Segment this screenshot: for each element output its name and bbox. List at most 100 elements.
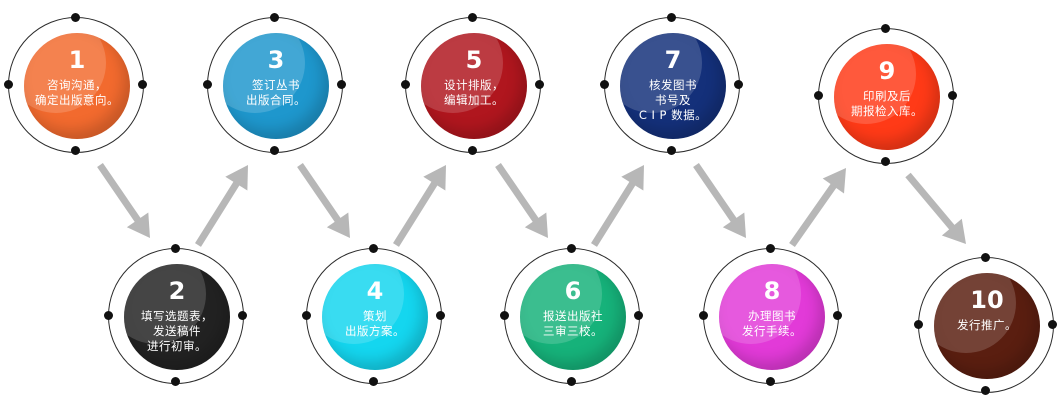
arrow-head-4 [423, 165, 446, 191]
ring-dot [1048, 320, 1057, 329]
ring-dot [981, 386, 990, 395]
ring-dot [203, 80, 212, 89]
ring-dot [4, 80, 13, 89]
arrow-head-6 [621, 165, 644, 191]
step-disc: 3 签订丛书 出版合同。 [223, 33, 329, 139]
step-disc: 4 策划 出版方案。 [322, 264, 428, 370]
ring-dot [401, 80, 410, 89]
step-3: 3 签订丛书 出版合同。 [203, 13, 347, 157]
ring-dot [302, 311, 311, 320]
step-disc: 2 填写选题表， 发送稿件 进行初审。 [124, 264, 230, 370]
arrow-head-9 [941, 218, 966, 244]
ring-dot [914, 320, 923, 329]
ring-dot [981, 253, 990, 262]
step-label: 设计排版， 编辑加工。 [444, 78, 504, 107]
ring-dot [881, 157, 890, 166]
arrow-shaft-9 [905, 172, 956, 231]
arrow-shaft-3 [297, 163, 342, 224]
step-label: 办理图书 发行手续。 [742, 309, 802, 338]
ring-dot [270, 13, 279, 22]
arrow-head-2 [225, 165, 248, 191]
step-5: 5 设计排版， 编辑加工。 [401, 13, 545, 157]
step-number: 5 [465, 46, 483, 74]
ring-dot [881, 24, 890, 33]
ring-dot [766, 244, 775, 253]
step-number: 6 [564, 277, 582, 305]
ring-dot [369, 244, 378, 253]
ring-dot [468, 146, 477, 155]
step-disc: 9 印刷及后 期报检入库。 [834, 44, 940, 150]
step-number: 3 [267, 46, 285, 74]
ring-dot [500, 311, 509, 320]
step-disc: 6 报送出版社 三审三校。 [520, 264, 626, 370]
step-number: 7 [664, 46, 682, 74]
step-9: 9 印刷及后 期报检入库。 [814, 24, 958, 168]
step-label: 报送出版社 三审三校。 [543, 309, 603, 338]
step-disc: 10 发行推广。 [934, 273, 1040, 379]
ring-dot [238, 311, 247, 320]
step-8: 8 办理图书 发行手续。 [699, 244, 843, 388]
step-number: 4 [366, 277, 384, 305]
arrow-head-3 [326, 212, 350, 238]
step-number: 10 [970, 286, 1004, 314]
arrow-head-8 [822, 168, 846, 194]
ring-dot [104, 311, 113, 320]
step-2: 2 填写选题表， 发送稿件 进行初审。 [104, 244, 248, 388]
arrow-head-1 [126, 212, 150, 238]
ring-dot [734, 80, 743, 89]
ring-dot [71, 146, 80, 155]
ring-dot [634, 311, 643, 320]
step-label: 填写选题表， 发送稿件 进行初审。 [141, 309, 213, 353]
ring-dot [833, 311, 842, 320]
ring-dot [171, 377, 180, 386]
ring-dot [468, 13, 477, 22]
ring-dot [567, 244, 576, 253]
arrow-shaft-2 [195, 180, 241, 247]
arrow-shaft-1 [97, 163, 142, 224]
ring-dot [337, 80, 346, 89]
step-label: 发行推广。 [957, 318, 1017, 332]
ring-dot [369, 377, 378, 386]
step-disc: 7 核发图书 书号及 C I P 数据。 [620, 33, 726, 139]
step-disc: 5 设计排版， 编辑加工。 [421, 33, 527, 139]
step-label: 签订丛书 出版合同。 [246, 78, 306, 107]
step-7: 7 核发图书 书号及 C I P 数据。 [600, 13, 744, 157]
arrow-shaft-8 [789, 182, 838, 248]
step-label: 核发图书 书号及 C I P 数据。 [638, 78, 708, 122]
step-6: 6 报送出版社 三审三校。 [500, 244, 644, 388]
ring-dot [699, 311, 708, 320]
step-disc: 8 办理图书 发行手续。 [719, 264, 825, 370]
step-disc: 1 咨询沟通， 确定出版意向。 [24, 33, 130, 139]
ring-dot [567, 377, 576, 386]
ring-dot [270, 146, 279, 155]
step-10: 10 发行推广。 [914, 253, 1058, 397]
step-label: 印刷及后 期报检入库。 [851, 89, 923, 118]
arrow-shaft-5 [495, 163, 540, 224]
arrow-head-5 [524, 212, 548, 238]
step-1: 1 咨询沟通， 确定出版意向。 [4, 13, 148, 157]
ring-dot [535, 80, 544, 89]
ring-dot [138, 80, 147, 89]
arrow-shaft-4 [393, 180, 439, 247]
step-number: 8 [763, 277, 781, 305]
ring-dot [667, 13, 676, 22]
step-label: 咨询沟通， 确定出版意向。 [35, 78, 119, 107]
arrow-shaft-7 [693, 163, 738, 224]
ring-dot [766, 377, 775, 386]
step-number: 2 [168, 277, 186, 305]
step-number: 1 [68, 46, 86, 74]
step-number: 9 [878, 57, 896, 85]
ring-dot [948, 91, 957, 100]
ring-dot [171, 244, 180, 253]
ring-dot [436, 311, 445, 320]
arrow-head-7 [722, 212, 746, 238]
arrow-shaft-6 [591, 180, 637, 247]
ring-dot [600, 80, 609, 89]
ring-dot [667, 146, 676, 155]
step-label: 策划 出版方案。 [345, 309, 405, 338]
ring-dot [71, 13, 80, 22]
ring-dot [814, 91, 823, 100]
step-4: 4 策划 出版方案。 [302, 244, 446, 388]
